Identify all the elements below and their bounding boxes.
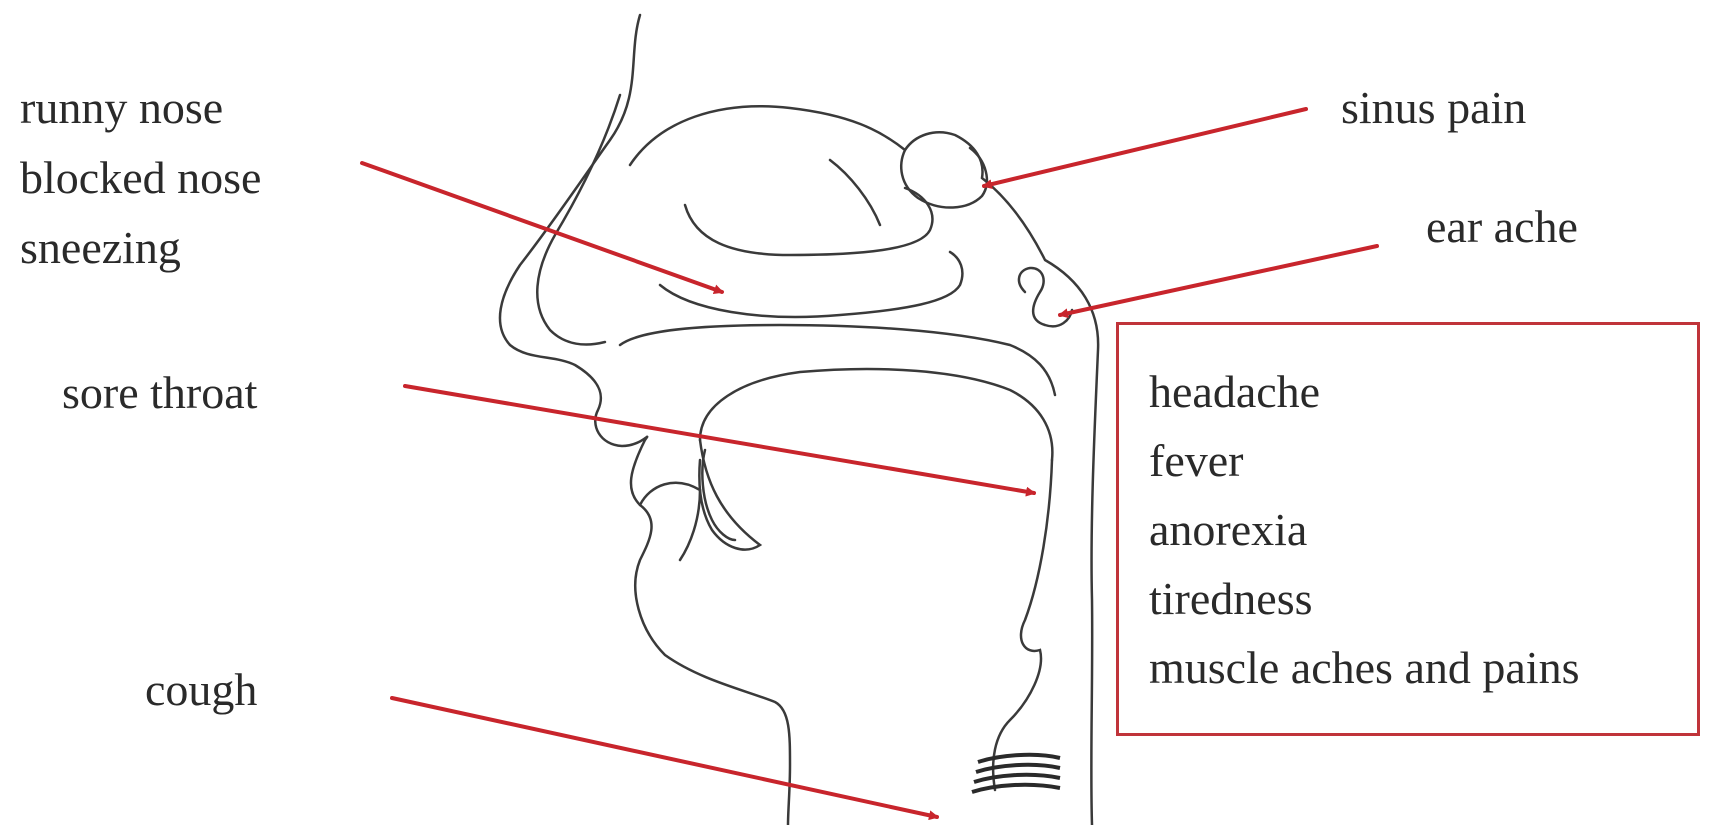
jaw-outline bbox=[640, 483, 700, 560]
label-blocked-nose: blocked nose bbox=[20, 143, 261, 213]
arrow-ear bbox=[1060, 246, 1377, 315]
uvula-outline bbox=[702, 450, 735, 540]
box-item-muscle-aches: muscle aches and pains bbox=[1149, 633, 1579, 702]
label-sore-throat: sore throat bbox=[62, 358, 257, 428]
box-item-tiredness: tiredness bbox=[1149, 564, 1579, 633]
arrow-cough bbox=[392, 698, 937, 817]
box-item-headache: headache bbox=[1149, 357, 1579, 426]
arrow-nose bbox=[362, 163, 722, 292]
face-profile-outline bbox=[500, 15, 790, 825]
label-sinus-pain: sinus pain bbox=[1341, 73, 1526, 143]
upper-turbinate bbox=[685, 188, 932, 255]
pharynx-outline bbox=[993, 460, 1052, 790]
nose-symptoms-label: runny nose blocked nose sneezing bbox=[20, 73, 261, 283]
label-sneezing: sneezing bbox=[20, 213, 261, 283]
nasal-floor bbox=[620, 325, 1055, 395]
label-ear-ache: ear ache bbox=[1426, 192, 1578, 262]
upper-airway bbox=[830, 160, 880, 225]
general-symptoms-list: headache fever anorexia tiredness muscle… bbox=[1149, 357, 1579, 702]
label-runny-nose: runny nose bbox=[20, 73, 261, 143]
label-cough: cough bbox=[145, 655, 257, 725]
tongue-outline bbox=[699, 440, 760, 550]
arrow-sinus bbox=[984, 109, 1306, 186]
box-item-fever: fever bbox=[1149, 426, 1579, 495]
trachea-rings bbox=[972, 755, 1060, 792]
nasal-bridge-outline bbox=[537, 95, 620, 344]
box-item-anorexia: anorexia bbox=[1149, 495, 1579, 564]
general-symptoms-box: headache fever anorexia tiredness muscle… bbox=[1116, 322, 1700, 736]
sinus-outline bbox=[901, 148, 987, 208]
ear-canal-outline bbox=[1019, 268, 1072, 326]
